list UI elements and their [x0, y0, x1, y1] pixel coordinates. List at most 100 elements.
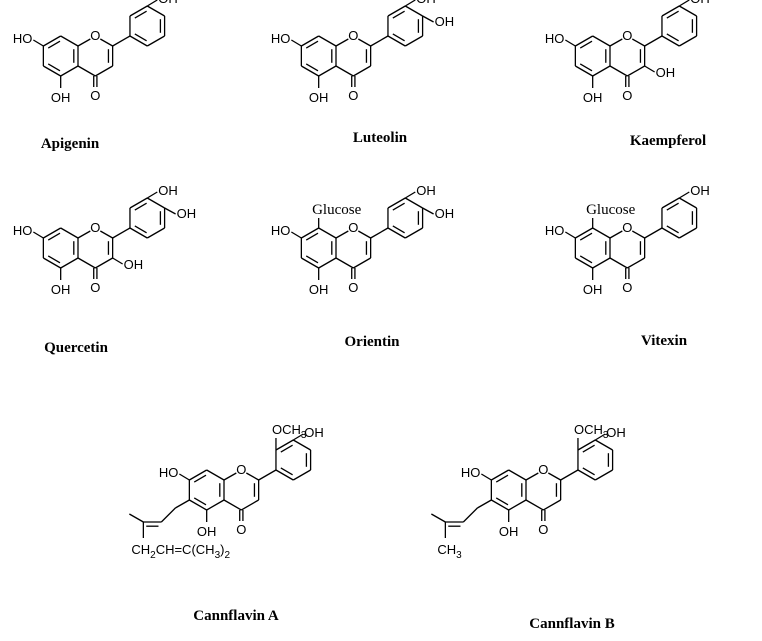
- carbonyl-oxygen-label: O: [90, 280, 100, 295]
- bond: [335, 257, 354, 269]
- hydroxyl-5-label: OH: [499, 524, 519, 539]
- bond: [318, 257, 337, 269]
- bond: [565, 39, 576, 47]
- hydroxyl-7-label: HO: [13, 223, 33, 238]
- bond: [60, 227, 79, 239]
- hydroxyl-5-label: OH: [51, 282, 71, 297]
- double-bond: [666, 10, 679, 19]
- double-bond: [134, 225, 147, 234]
- hydroxyl-5-label: OH: [197, 524, 217, 539]
- bond: [560, 469, 579, 481]
- carbonyl-oxygen-label: O: [236, 522, 246, 537]
- carbonyl-oxygen-label: O: [90, 88, 100, 103]
- double-bond: [392, 10, 405, 19]
- bond: [223, 472, 237, 481]
- hydroxyl-5-label: OH: [51, 90, 71, 105]
- double-bond: [47, 255, 61, 264]
- bond: [404, 0, 416, 7]
- bond: [577, 439, 596, 451]
- hydroxyl-4prime-label: OH: [690, 183, 710, 198]
- bond: [129, 513, 144, 523]
- ring-oxygen-label: O: [348, 220, 358, 235]
- bond: [508, 469, 527, 481]
- double-bond: [666, 225, 679, 234]
- hydroxyl-5-label: OH: [583, 282, 603, 297]
- bond: [431, 513, 446, 523]
- hydroxyl-4prime-label: OH: [416, 183, 436, 198]
- bond: [189, 499, 208, 511]
- bond: [631, 230, 645, 239]
- double-bond: [134, 33, 147, 42]
- bond: [33, 231, 44, 239]
- bond: [146, 227, 165, 239]
- bond: [258, 469, 277, 481]
- hydroxyl-5-label: OH: [583, 90, 603, 105]
- bond: [644, 35, 663, 47]
- hydroxyl-4prime-label: OH: [606, 425, 626, 440]
- bond: [542, 499, 561, 511]
- bond: [164, 207, 176, 215]
- double-bond: [305, 40, 319, 49]
- bond: [575, 257, 594, 269]
- bond: [318, 35, 337, 47]
- bond: [661, 35, 680, 47]
- double-bond: [134, 10, 147, 19]
- bond: [160, 507, 176, 523]
- bond: [357, 230, 371, 239]
- bond: [609, 257, 628, 269]
- bond: [146, 197, 165, 209]
- bond: [335, 38, 349, 47]
- double-bond: [582, 444, 595, 453]
- compound-kaempferol: OOHOOHOHOHKaempferol: [545, 0, 710, 149]
- bond: [575, 35, 594, 47]
- compound-name: Cannflavin A: [193, 608, 279, 624]
- hydroxyl-3prime-label: OH: [435, 14, 455, 29]
- hydroxyl-4prime-label: OH: [158, 183, 178, 198]
- double-bond: [579, 232, 593, 241]
- bond: [77, 230, 91, 239]
- double-bond: [305, 232, 319, 241]
- compound-name: Apigenin: [41, 136, 100, 152]
- hydroxyl-7-label: HO: [461, 465, 481, 480]
- bond: [477, 499, 492, 509]
- bond: [146, 35, 165, 47]
- carbonyl-oxygen-label: O: [538, 522, 548, 537]
- double-bond: [579, 255, 593, 264]
- bond: [245, 472, 259, 481]
- bond: [206, 469, 225, 481]
- bond: [565, 231, 576, 239]
- bond: [387, 35, 406, 47]
- compound-name: Luteolin: [353, 130, 408, 146]
- bond: [626, 65, 645, 77]
- bond: [99, 38, 113, 47]
- bond: [631, 38, 645, 47]
- bond: [43, 227, 62, 239]
- double-bond: [579, 40, 593, 49]
- bond: [404, 197, 423, 209]
- bond: [352, 65, 371, 77]
- bond: [206, 499, 225, 511]
- compound-name: Kaempferol: [630, 133, 706, 149]
- bond: [387, 5, 406, 17]
- bond: [592, 65, 611, 77]
- bond: [318, 65, 337, 77]
- double-bond: [495, 474, 509, 483]
- bond: [60, 257, 79, 269]
- hydroxyl-7-label: HO: [545, 223, 565, 238]
- bond: [609, 38, 623, 47]
- double-bond: [666, 33, 679, 42]
- double-bond: [280, 444, 293, 453]
- hydroxyl-3-label: OH: [124, 257, 144, 272]
- bond: [422, 15, 434, 23]
- bond: [525, 472, 539, 481]
- bond: [609, 65, 628, 77]
- double-bond: [47, 232, 61, 241]
- bond: [240, 499, 259, 511]
- bond: [112, 257, 123, 265]
- geranyl-terminal-label: CH2CH=C(CH3)2: [131, 542, 230, 561]
- carbonyl-oxygen-label: O: [622, 280, 632, 295]
